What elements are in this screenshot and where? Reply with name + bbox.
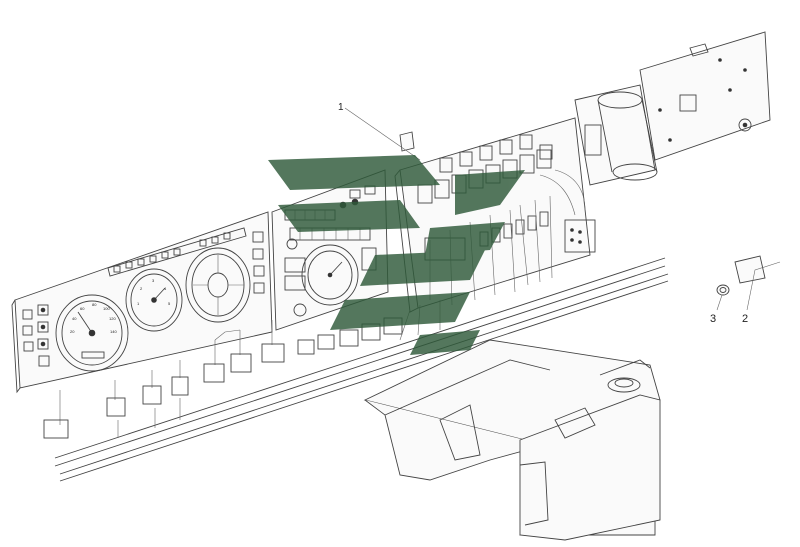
switch-modules: [43, 320, 285, 439]
relay-fuse-block: [394, 117, 596, 313]
svg-text:40: 40: [72, 316, 77, 321]
label-plate-part: [734, 255, 766, 284]
svg-text:3: 3: [152, 278, 155, 283]
tachometer-gauge: 1 2 3 4 5: [125, 268, 183, 332]
svg-text:80: 80: [92, 302, 97, 307]
leader-lines: [344, 107, 781, 311]
callout-1: 1: [338, 102, 344, 113]
warning-lamp-strip: [107, 227, 247, 277]
svg-text:2: 2: [140, 286, 143, 291]
callout-labels: 1 2 3: [338, 102, 748, 325]
svg-text:1: 1: [137, 301, 140, 306]
mounting-rails: [54, 257, 669, 482]
callout-3: 3: [710, 313, 716, 325]
speedometer-gauge: 20 40 60 80 100 120 140: [55, 294, 129, 372]
center-gauge: [301, 244, 359, 306]
svg-text:4: 4: [164, 286, 167, 291]
svg-text:60: 60: [80, 306, 85, 311]
svg-text:20: 20: [70, 329, 75, 334]
bracket-module: [574, 84, 658, 186]
console-cover: [363, 339, 661, 541]
panel-switch-column: [252, 231, 265, 294]
grommet-part: [716, 284, 730, 296]
mounting-bracket: [639, 31, 771, 161]
instrument-panel: 20 40 60 80 100 120 140 1 2 3 4 5: [11, 211, 273, 394]
watermark-logo: [268, 155, 525, 355]
combination-gauge: [185, 247, 251, 323]
left-switch-column: [22, 304, 50, 367]
callout-2: 2: [742, 313, 748, 325]
svg-text:120: 120: [109, 316, 116, 321]
tag-part-item-1: [399, 131, 415, 152]
svg-text:100: 100: [103, 306, 110, 311]
svg-text:5: 5: [168, 301, 171, 306]
svg-text:140: 140: [110, 329, 117, 334]
